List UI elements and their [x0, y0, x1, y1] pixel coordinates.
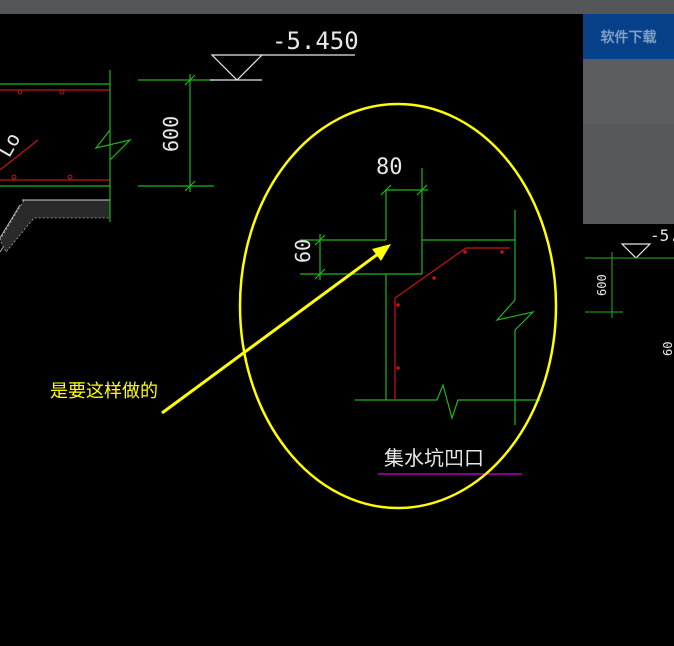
download-overlay-panel: 软件下载 — [583, 14, 674, 224]
annotation-text: 是要这样做的 — [50, 381, 158, 402]
overlay-panel-body — [583, 59, 674, 124]
side-dimension-600-label: 600 — [595, 274, 609, 296]
window-top-bar — [0, 0, 674, 14]
dimension-60-label: 60 — [291, 239, 315, 263]
slope-label: Lo — [0, 128, 25, 161]
dimension-80-label: 80 — [376, 155, 403, 180]
side-elevation-label: -5.4 — [650, 226, 674, 245]
pit-edge-detail — [300, 168, 540, 425]
section-title: 集水坑凹口 — [384, 446, 484, 470]
highlight-ellipse — [238, 102, 558, 510]
left-slab-detail — [0, 70, 132, 253]
elevation-label: -5.450 — [272, 27, 359, 55]
right-partial-detail — [585, 243, 674, 318]
dimension-600 — [138, 74, 214, 192]
software-download-button[interactable]: 软件下载 — [583, 14, 674, 59]
side-dimension-60-label: 60 — [661, 342, 674, 356]
elevation-marker — [210, 54, 355, 81]
annotation-arrow — [161, 244, 391, 415]
dimension-600-label: 600 — [159, 116, 183, 152]
